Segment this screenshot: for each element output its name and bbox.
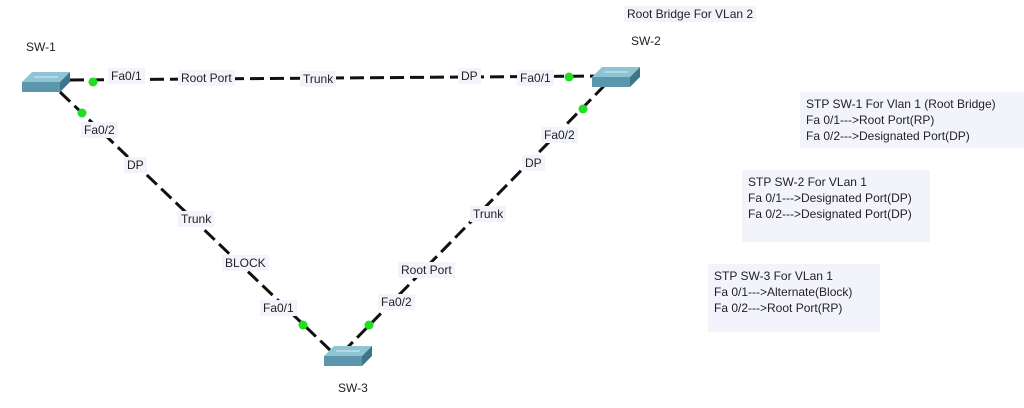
- port-label-sw1-fa0-2: Fa0/2: [81, 122, 118, 138]
- stp-note-sw1-line2: Fa 0/2--->Designated Port(DP): [806, 129, 970, 143]
- port-status-sw2-fa0-1-icon: [564, 72, 574, 82]
- role-label-sw1-fa0-2: DP: [124, 157, 147, 173]
- role-label-sw1-fa0-1: Root Port: [178, 70, 235, 86]
- switch-sw1-icon[interactable]: [22, 72, 70, 92]
- port-status-sw1-fa0-1-icon: [88, 77, 98, 87]
- port-label-sw2-fa0-1: Fa0/1: [517, 70, 554, 86]
- role-label-sw3-fa0-2: Root Port: [398, 262, 455, 278]
- port-status-sw1-fa0-2-icon: [77, 108, 87, 118]
- stp-note-sw1: STP SW-1 For Vlan 1 (Root Bridge) Fa 0/1…: [800, 92, 1024, 148]
- link-type-label-sw1-sw2: Trunk: [300, 71, 337, 87]
- stp-note-sw3: STP SW-3 For VLan 1 Fa 0/1--->Alternate(…: [708, 264, 880, 332]
- stp-note-sw2: STP SW-2 For VLan 1 Fa 0/1--->Designated…: [742, 170, 930, 242]
- switch-sw1-name: SW-1: [26, 40, 56, 54]
- link-type-label-sw1-sw3: Trunk: [178, 211, 215, 227]
- port-label-sw3-fa0-1: Fa0/1: [260, 300, 297, 316]
- port-status-sw3-fa0-2-icon: [364, 320, 374, 330]
- root-bridge-vlan2-label: Root Bridge For VLan 2: [624, 6, 757, 22]
- switch-sw2-name: SW-2: [631, 34, 661, 48]
- role-label-sw2-fa0-1: DP: [458, 68, 481, 84]
- switch-sw2-icon[interactable]: [592, 67, 640, 87]
- switch-sw3-icon[interactable]: [324, 346, 372, 366]
- switch-sw3-name: SW-3: [338, 381, 368, 395]
- port-status-sw2-fa0-2-icon: [578, 104, 588, 114]
- stp-note-sw3-line2: Fa 0/2--->Root Port(RP): [714, 301, 843, 315]
- role-label-sw3-fa0-1: BLOCK: [222, 255, 269, 271]
- stp-note-sw3-title: STP SW-3 For VLan 1: [714, 269, 833, 283]
- stp-note-sw2-title: STP SW-2 For VLan 1: [748, 175, 867, 189]
- stp-note-sw1-title: STP SW-1 For Vlan 1 (Root Bridge): [806, 97, 996, 111]
- link-type-label-sw2-sw3: Trunk: [470, 206, 507, 222]
- port-status-sw3-fa0-1-icon: [298, 320, 308, 330]
- stp-note-sw2-line2: Fa 0/2--->Designated Port(DP): [748, 207, 912, 221]
- port-label-sw1-fa0-1: Fa0/1: [108, 68, 145, 84]
- stp-note-sw1-line1: Fa 0/1--->Root Port(RP): [806, 113, 935, 127]
- port-label-sw3-fa0-2: Fa0/2: [378, 294, 415, 310]
- stp-note-sw3-line1: Fa 0/1--->Alternate(Block): [714, 285, 853, 299]
- port-label-sw2-fa0-2: Fa0/2: [541, 127, 578, 143]
- stp-note-sw2-line1: Fa 0/1--->Designated Port(DP): [748, 191, 912, 205]
- role-label-sw2-fa0-2: DP: [522, 155, 545, 171]
